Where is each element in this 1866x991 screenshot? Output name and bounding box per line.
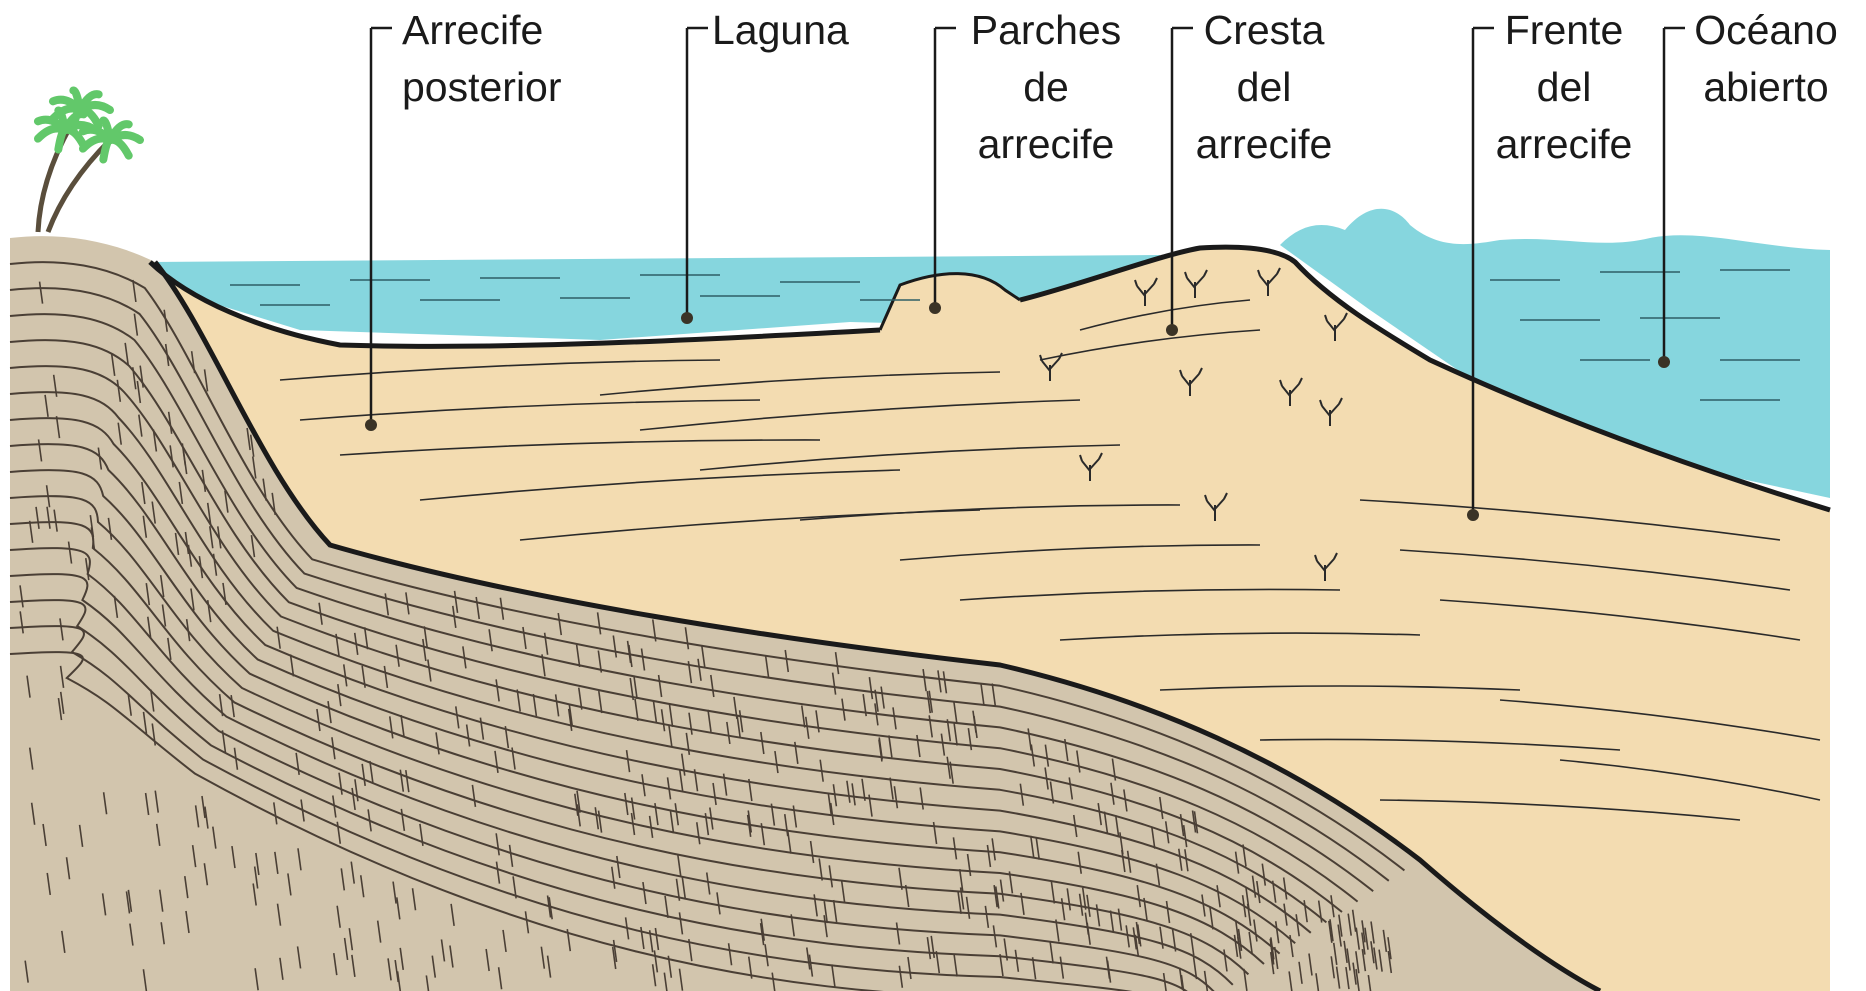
label-oceano-abierto: Océano abierto — [1686, 2, 1846, 116]
palm-tree-icon — [38, 90, 140, 232]
label-cresta-del-arrecife: Cresta del arrecife — [1178, 2, 1350, 173]
label-frente-del-arrecife: Frente del arrecife — [1478, 2, 1650, 173]
label-arrecife-posterior: Arrecife posterior — [402, 2, 562, 116]
label-parches-de-arrecife: Parches de arrecife — [960, 2, 1132, 173]
label-laguna: Laguna — [712, 2, 849, 59]
